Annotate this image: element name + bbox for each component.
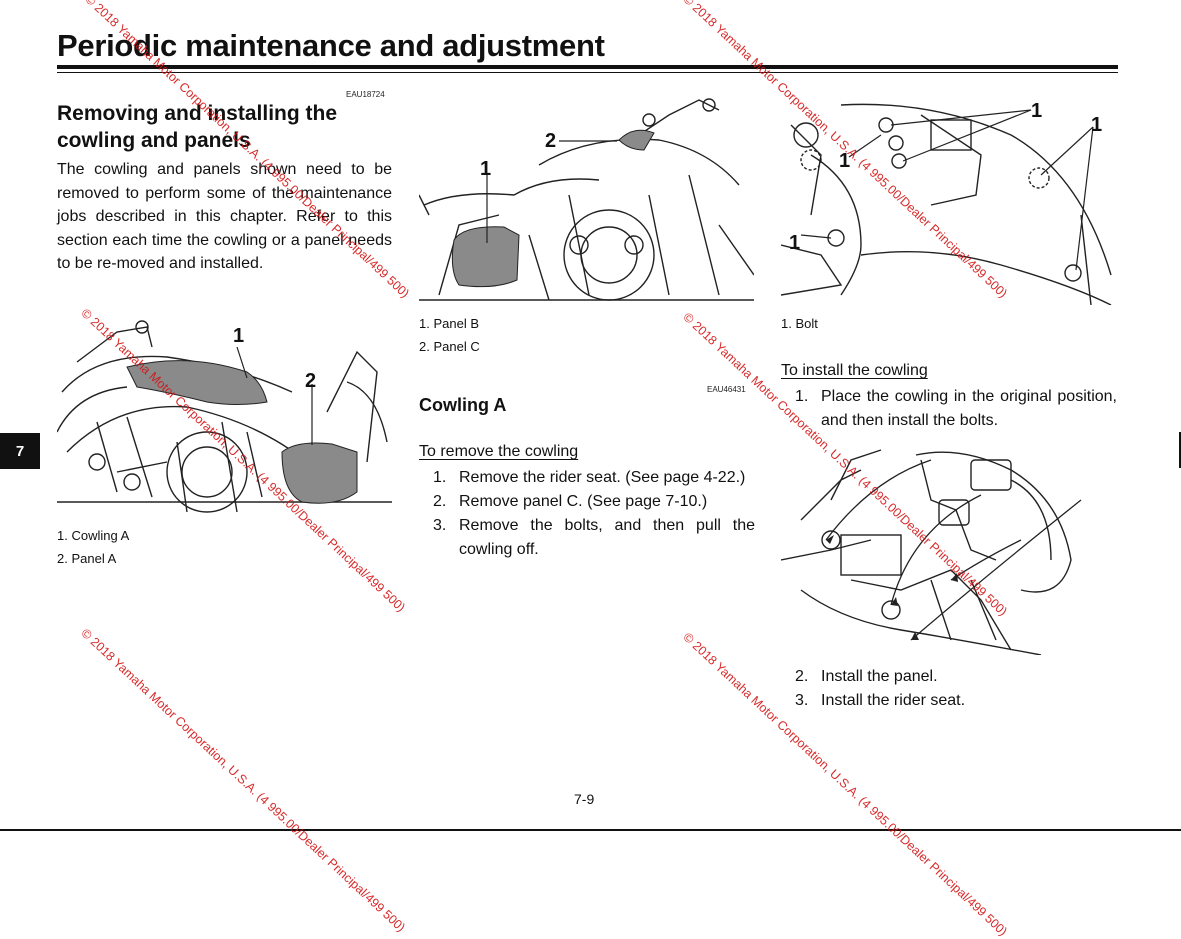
callout-1: 1	[1031, 100, 1042, 122]
list-item: 1.Remove the rider seat. (See page 4-22.…	[433, 469, 746, 486]
watermark: © 2018 Yamaha Motor Corporation, U.S.A. …	[78, 626, 408, 935]
page-number: 7-9	[574, 791, 595, 807]
install-steps: 1.Place the cowling in the original posi…	[795, 385, 1117, 433]
caption-list-right: 1. Bolt	[781, 312, 818, 335]
callout-1: 1	[1091, 114, 1102, 136]
page-title: Periodic maintenance and adjustment	[57, 28, 605, 63]
remove-procedure-title: To remove the cowling	[419, 443, 579, 460]
list-item: 2.Remove panel C. (See page 7-10.)	[433, 493, 708, 510]
title-rule-thin	[57, 72, 1118, 73]
list-item: 3.Install the rider seat.	[795, 692, 966, 709]
callout-1: 1	[839, 150, 850, 172]
figure-panel-b-panel-c: 2 1	[419, 95, 754, 305]
edge-mark	[1179, 432, 1181, 468]
list-item: 1.Place the cowling in the original posi…	[795, 388, 1117, 429]
caption-item: 2. Panel A	[57, 551, 117, 566]
remove-steps: 1.Remove the rider seat. (See page 4-22.…	[433, 466, 755, 562]
figure-bolt-locations: 1 1 1 1	[781, 95, 1117, 305]
callout-2: 2	[545, 130, 556, 152]
section-title: Removing and installing the cowling and …	[57, 102, 338, 152]
install-steps-after: 2.Install the panel. 3.Install the rider…	[795, 665, 1117, 713]
chapter-tab: 7	[0, 433, 40, 469]
callout-1: 1	[789, 232, 800, 254]
callout-1: 1	[233, 325, 244, 347]
caption-list-left: 1. Cowling A 2. Panel A	[57, 524, 129, 570]
install-procedure-title: To install the cowling	[781, 362, 928, 379]
figure-install-cowling	[781, 440, 1117, 655]
caption-item: 1. Panel B	[419, 316, 479, 331]
bottom-rule	[0, 829, 1181, 831]
callout-1: 1	[480, 158, 491, 180]
title-rule	[57, 65, 1118, 69]
list-item: 3.Remove the bolts, and then pull the co…	[433, 517, 755, 558]
caption-list-mid: 1. Panel B 2. Panel C	[419, 312, 480, 358]
callout-2: 2	[305, 370, 316, 392]
intro-paragraph: The cowling and panels shown need to be …	[57, 161, 392, 272]
list-item: 2.Install the panel.	[795, 668, 938, 685]
cowling-a-code: EAU46431	[707, 385, 746, 394]
section-code: EAU18724	[346, 90, 385, 99]
caption-item: 1. Cowling A	[57, 528, 130, 543]
figure-cowling-a-panel-a: 1 2	[57, 312, 392, 520]
caption-item: 1. Bolt	[781, 316, 818, 331]
caption-item: 2. Panel C	[419, 339, 480, 354]
cowling-a-title: Cowling A	[419, 395, 507, 415]
